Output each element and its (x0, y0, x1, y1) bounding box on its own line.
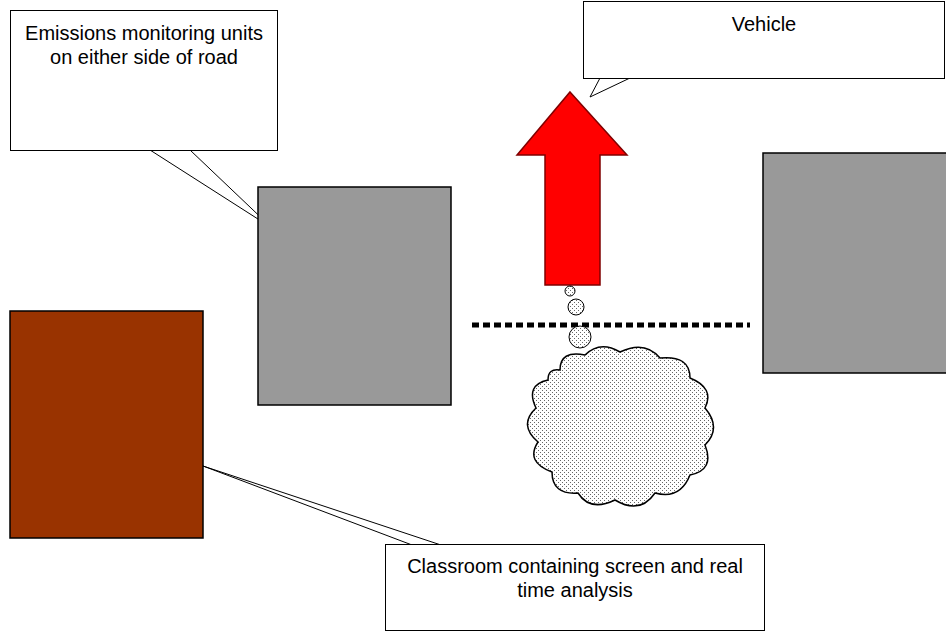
callout-pointer (150, 150, 272, 228)
callout-pointer (203, 466, 450, 548)
callout-box: Vehicle (583, 1, 945, 79)
monitoring-unit (258, 187, 451, 405)
vehicle-arrow (517, 92, 627, 285)
beam-line (472, 323, 750, 328)
classroom-block (10, 311, 203, 538)
callout-pointer (590, 78, 630, 97)
callout-box: Emissions monitoring units on either sid… (10, 10, 278, 151)
exhaust-puff (568, 299, 584, 315)
callout-text: Vehicle (732, 12, 797, 36)
exhaust-puff (565, 286, 575, 296)
exhaust-cloud (527, 347, 713, 506)
callout-text: Classroom containing screen and real tim… (394, 554, 756, 602)
callout-text: Emissions monitoring units on either sid… (19, 21, 269, 69)
callout-box: Classroom containing screen and real tim… (385, 544, 765, 631)
monitoring-unit (763, 153, 946, 373)
exhaust-puff (569, 326, 591, 348)
